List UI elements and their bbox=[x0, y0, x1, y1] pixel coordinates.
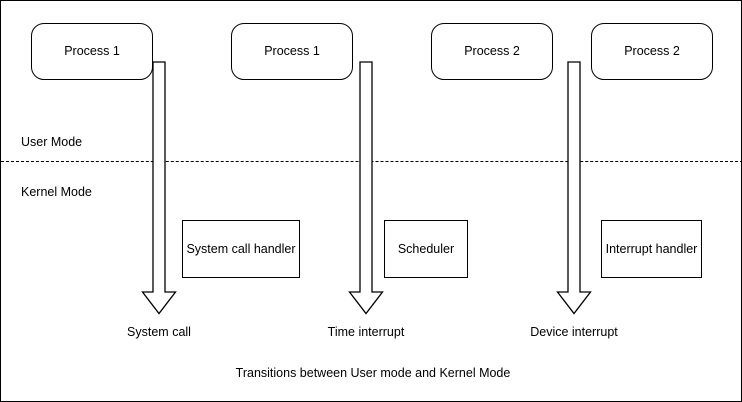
figure-caption: Transitions between User mode and Kernel… bbox=[235, 366, 511, 380]
process-box-1: Process 1 bbox=[31, 23, 153, 80]
handler-box-label: Scheduler bbox=[397, 241, 455, 256]
process-box-label: Process 1 bbox=[264, 44, 320, 59]
process-box-label: Process 2 bbox=[464, 44, 520, 59]
time-interrupt-arrow bbox=[348, 61, 384, 315]
handler-box-label: System call handler bbox=[186, 241, 296, 256]
time-interrupt-caption: Time interrupt bbox=[327, 325, 405, 339]
process-box-2: Process 1 bbox=[231, 23, 353, 80]
scheduler-box: Scheduler bbox=[384, 220, 468, 278]
process-box-label: Process 2 bbox=[624, 44, 680, 59]
device-interrupt-caption: Device interrupt bbox=[530, 325, 618, 339]
interrupt-handler-box: Interrupt handler bbox=[601, 220, 702, 278]
kernel-mode-label: Kernel Mode bbox=[21, 185, 92, 199]
system-call-handler-box: System call handler bbox=[182, 220, 300, 278]
process-box-label: Process 1 bbox=[64, 44, 120, 59]
device-interrupt-arrow bbox=[556, 61, 592, 315]
system-call-arrow bbox=[141, 61, 177, 315]
process-box-4: Process 2 bbox=[591, 23, 713, 80]
handler-box-label: Interrupt handler bbox=[605, 241, 698, 256]
user-mode-label: User Mode bbox=[21, 135, 83, 149]
process-box-3: Process 2 bbox=[431, 23, 553, 80]
system-call-caption: System call bbox=[127, 325, 191, 339]
